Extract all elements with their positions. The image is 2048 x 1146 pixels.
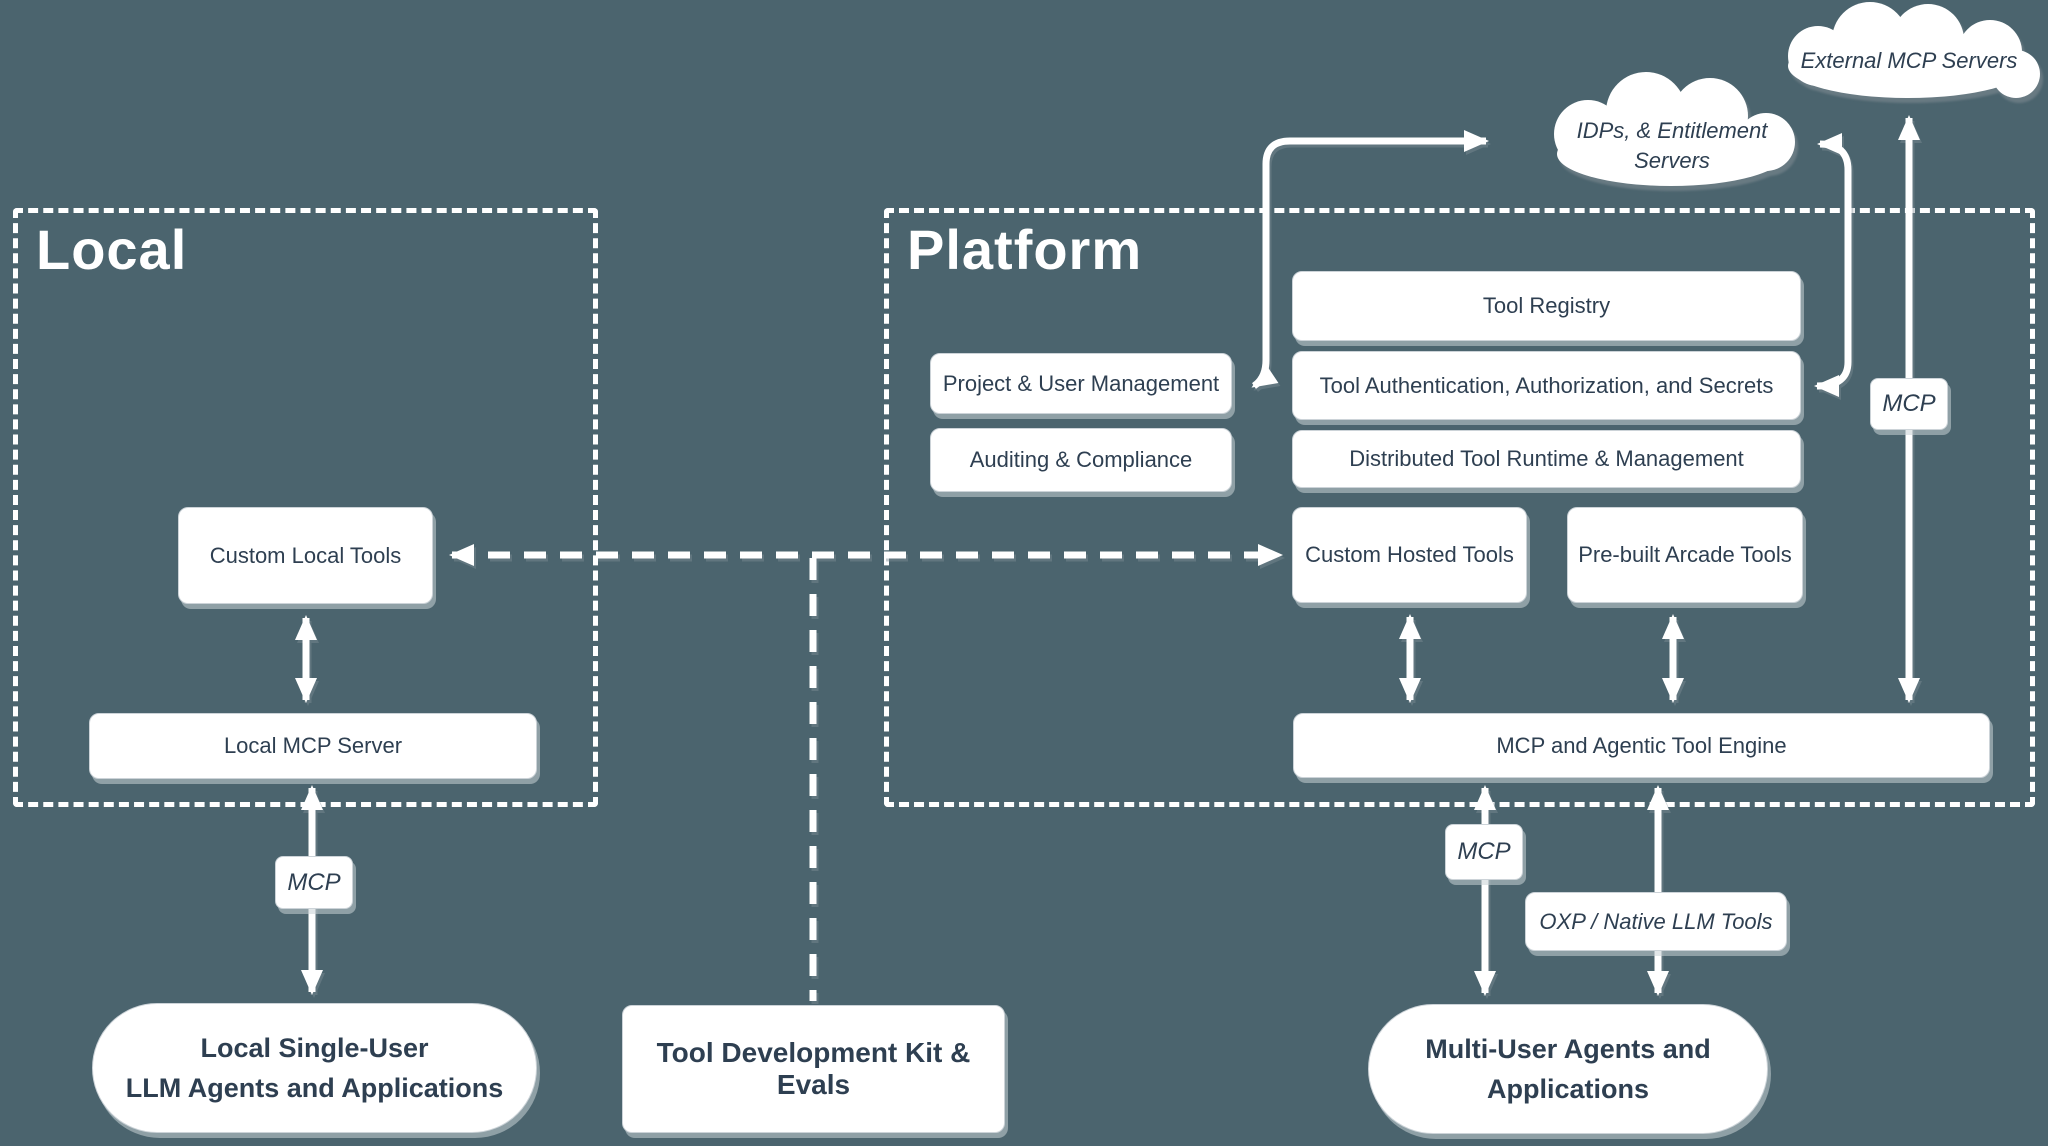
multi-user-agents-line1: Multi-User Agents and	[1425, 1033, 1711, 1064]
local-mcp-server-box: Local MCP Server	[89, 713, 537, 779]
mcp-tag-external: MCP	[1870, 378, 1948, 430]
auditing-compliance-box: Auditing & Compliance	[930, 428, 1232, 492]
idps-cloud-label: IDPs, & Entitlement Servers	[1548, 116, 1796, 175]
local-single-user-agents-line2: LLM Agents and Applications	[125, 1073, 504, 1103]
project-user-management-box: Project & User Management	[930, 353, 1232, 414]
oxp-tag: OXP / Native LLM Tools	[1525, 892, 1787, 951]
tool-registry-box: Tool Registry	[1292, 271, 1801, 341]
external-mcp-cloud-label: External MCP Servers	[1800, 48, 2018, 73]
mcp-engine-box: MCP and Agentic Tool Engine	[1293, 713, 1990, 778]
external-mcp-cloud	[1788, 2, 2040, 98]
tool-development-kit-box: Tool Development Kit & Evals	[622, 1005, 1005, 1133]
custom-local-tools-box: Custom Local Tools	[178, 507, 433, 604]
mcp-tag-local: MCP	[275, 856, 353, 909]
distributed-runtime-box: Distributed Tool Runtime & Management	[1292, 430, 1801, 488]
mcp-tag-engine: MCP	[1445, 824, 1523, 880]
local-region-title: Local	[36, 218, 188, 281]
tool-auth-box: Tool Authentication, Authorization, and …	[1292, 351, 1801, 420]
arrow-idps-project-user	[1251, 130, 1489, 389]
multi-user-agents-line2: Applications	[1486, 1074, 1649, 1104]
idps-cloud-label-line2: Servers	[1634, 147, 1710, 173]
local-single-user-agents-line1: Local Single-User	[200, 1032, 429, 1063]
custom-hosted-tools-box: Custom Hosted Tools	[1292, 507, 1527, 603]
arrow-idps-tool-auth	[1814, 133, 1852, 397]
local-single-user-agents-pill: Local Single-User LLM Agents and Applica…	[92, 1003, 537, 1133]
multi-user-agents-pill: Multi-User Agents and Applications	[1368, 1004, 1768, 1134]
prebuilt-arcade-tools-box: Pre-built Arcade Tools	[1567, 507, 1803, 603]
platform-region-title: Platform	[907, 218, 1143, 281]
idps-cloud-label-line1: IDPs, & Entitlement	[1576, 118, 1768, 143]
idps-cloud	[1554, 72, 1795, 186]
